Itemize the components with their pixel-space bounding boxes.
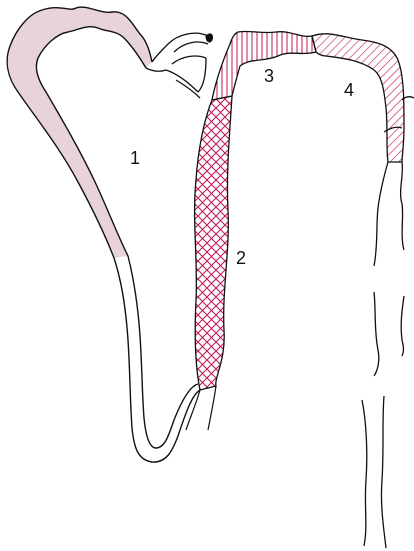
segment-2-lower-outline bbox=[186, 386, 216, 430]
glomerulus-vessel bbox=[206, 34, 213, 42]
segment-4-diaghatch-region bbox=[312, 34, 404, 162]
label-segment-4: 4 bbox=[344, 80, 354, 100]
label-segment-1: 1 bbox=[130, 148, 140, 168]
glomerulus-capsule bbox=[146, 33, 208, 98]
collecting-duct-walls bbox=[362, 97, 414, 548]
label-segment-3: 3 bbox=[264, 66, 274, 86]
segment-2-crosshatch-region bbox=[195, 96, 232, 390]
label-segment-2: 2 bbox=[236, 248, 246, 268]
